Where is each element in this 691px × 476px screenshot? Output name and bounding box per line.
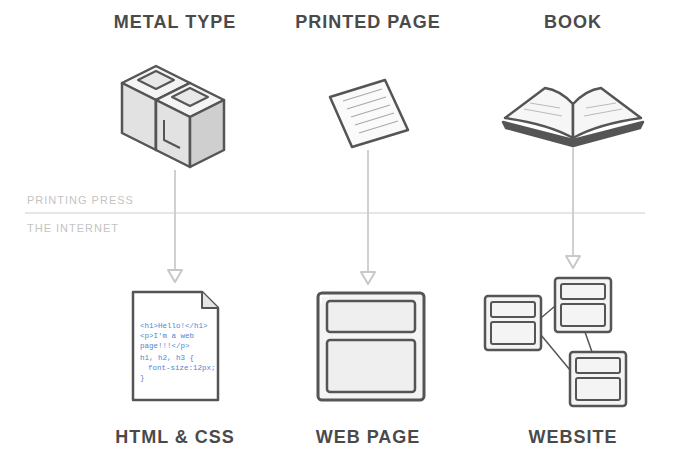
item-heading: HTML & CSS bbox=[65, 427, 285, 448]
item-heading: BOOK bbox=[463, 12, 683, 33]
book-icon bbox=[503, 88, 643, 146]
website-node: WEBSITE bbox=[463, 268, 683, 448]
book-node: BOOK bbox=[463, 12, 683, 147]
code-line: } bbox=[140, 373, 145, 383]
item-heading: WEB PAGE bbox=[258, 427, 478, 448]
arrow-connector bbox=[566, 147, 580, 268]
connector-line bbox=[174, 170, 176, 282]
code-line: page!!!</p> bbox=[140, 341, 190, 351]
code-line: <p>I'm a web bbox=[140, 331, 194, 341]
divider-line bbox=[25, 212, 645, 214]
web-page-icon bbox=[318, 293, 424, 400]
item-heading: WEBSITE bbox=[463, 427, 683, 448]
metal-type-node: METAL TYPE bbox=[65, 12, 285, 170]
metal-type-icon bbox=[122, 66, 224, 167]
html-document-icon bbox=[133, 292, 218, 400]
arrow-head bbox=[566, 256, 580, 268]
arrow-head bbox=[361, 272, 375, 284]
web-page-node: WEB PAGE bbox=[258, 284, 478, 448]
code-line: font-size:12px; bbox=[148, 363, 216, 373]
arrow-connector bbox=[168, 170, 182, 282]
connector-line bbox=[367, 150, 369, 284]
section-label: PRINTING PRESS bbox=[27, 194, 134, 206]
section-label: THE INTERNET bbox=[27, 222, 119, 234]
item-heading: METAL TYPE bbox=[65, 12, 285, 33]
website-icon bbox=[485, 278, 626, 406]
code-line: <h1>Hello!</h1> bbox=[140, 321, 208, 331]
printed-page-node: PRINTED PAGE bbox=[258, 12, 478, 150]
arrow-head bbox=[168, 270, 182, 282]
code-line: h1, h2, h3 { bbox=[140, 353, 194, 363]
connector-line bbox=[572, 147, 574, 268]
arrow-connector bbox=[361, 150, 375, 284]
printed-page-icon bbox=[330, 80, 408, 147]
item-heading: PRINTED PAGE bbox=[258, 12, 478, 33]
